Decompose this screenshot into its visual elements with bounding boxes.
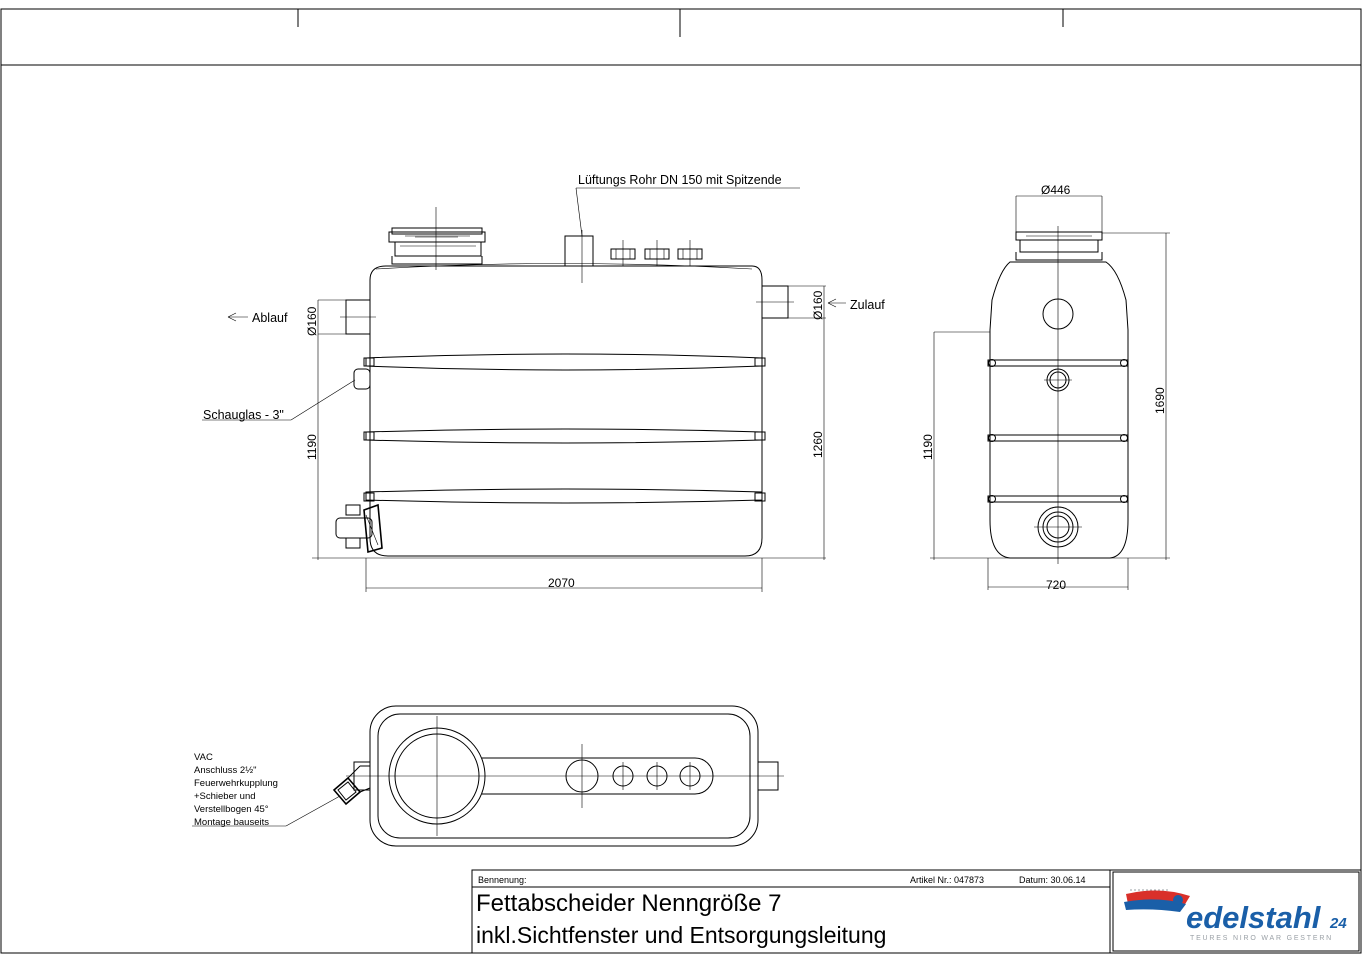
side-total-height-dimension: 1690	[1153, 387, 1167, 414]
logo-swoosh-icon	[1124, 899, 1186, 912]
logo-wordmark: edelstahl	[1186, 900, 1322, 935]
nozzle-group	[610, 240, 703, 266]
side-width-dimension: 720	[1046, 578, 1066, 592]
logo-slogan: TEURES NIRO WAR GESTERN	[1190, 935, 1333, 942]
vent-pipe-label: Lüftungs Rohr DN 150 mit Spitzende	[578, 173, 782, 187]
date-label: Datum: 30.06.14	[1019, 875, 1086, 885]
vac-note-line: Anschluss 2½"	[194, 765, 257, 776]
side-top-diameter-dimension: Ø446	[1041, 183, 1071, 197]
front-outlet-height-dimension: 1190	[305, 434, 319, 460]
company-logo: edelstahl 24 TEURES NIRO WAR GESTERN	[1124, 889, 1347, 942]
vac-note-line: Feuerwehrkupplung	[194, 778, 278, 789]
vac-note-line: VAC	[194, 752, 213, 763]
outlet-diameter-dimension: Ø160	[305, 306, 319, 336]
vac-note-line: Verstellbogen 45°	[194, 804, 269, 815]
benennung-label: Bennenung:	[478, 875, 527, 885]
logo-suffix: 24	[1329, 915, 1347, 932]
front-width-dimension: 2070	[548, 576, 575, 590]
outlet-label: Ablauf	[252, 311, 288, 325]
top-view	[192, 705, 784, 847]
vac-note-line: Montage bauseits	[194, 817, 269, 828]
vac-note-line: +Schieber und	[194, 791, 256, 802]
article-number: Artikel Nr.: 047873	[910, 875, 984, 885]
inlet-diameter-dimension: Ø160	[811, 290, 825, 320]
drawing-subtitle: inkl.Sichtfenster und Entsorgungsleitung	[476, 922, 886, 948]
rib-bolts	[363, 357, 766, 502]
sightglass-label: Schauglas - 3"	[203, 408, 284, 422]
front-view	[202, 187, 846, 592]
side-outlet-height-dimension: 1190	[921, 434, 935, 460]
vac-note: VAC Anschluss 2½" Feuerwehrkupplung +Sch…	[194, 752, 278, 828]
drain-valve	[335, 503, 383, 554]
side-view	[930, 195, 1170, 590]
logo-figure-icon	[1173, 895, 1183, 905]
title-block	[471, 869, 1362, 954]
front-inlet-height-dimension: 1260	[811, 431, 825, 458]
drawing-title: Fettabscheider Nenngröße 7	[476, 890, 782, 917]
inlet-label: Zulauf	[850, 298, 885, 312]
